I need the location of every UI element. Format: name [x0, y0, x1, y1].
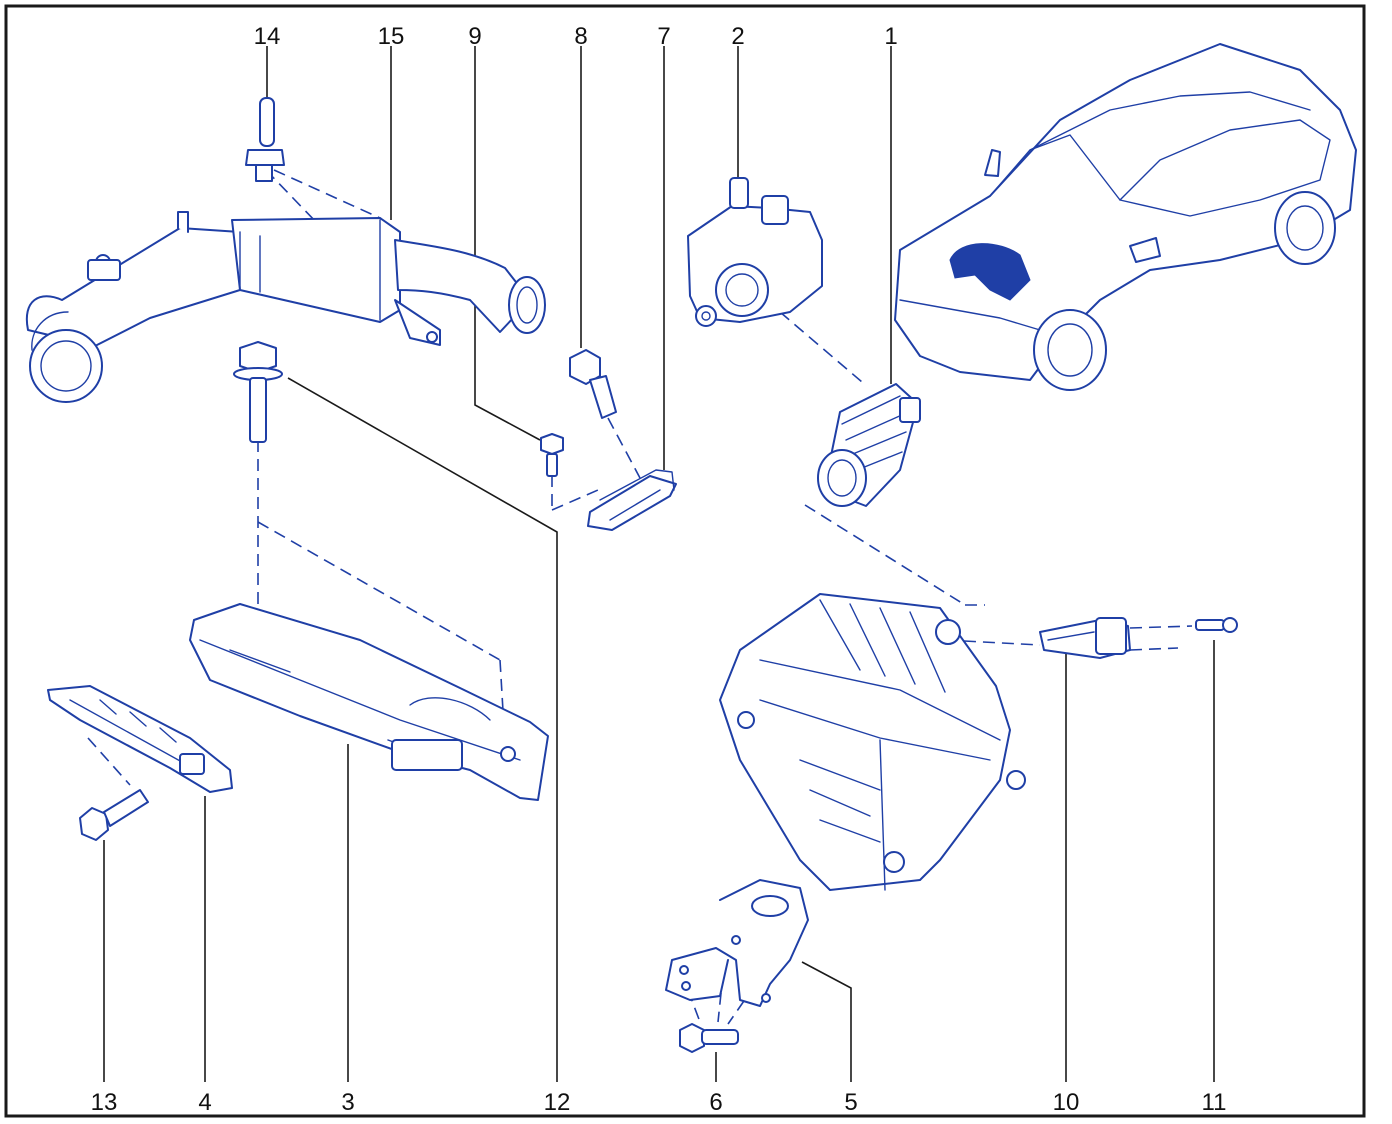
callout-11: 11	[1202, 1089, 1227, 1116]
bolt-6	[679, 1023, 739, 1053]
mounting-bracket-5	[665, 879, 809, 1007]
callout-6: 6	[709, 1089, 722, 1116]
callout-15: 15	[378, 23, 405, 50]
callout-14: 14	[254, 23, 281, 50]
callout-4: 4	[198, 1089, 211, 1116]
leader-lines	[103, 46, 1215, 1082]
callout-1: 1	[884, 23, 897, 50]
callout-10: 10	[1053, 1089, 1080, 1116]
bolt-8	[569, 349, 617, 419]
air-inlet-duct-3	[189, 603, 549, 801]
diagram-frame	[4, 4, 1366, 1118]
vehicle-illustration	[894, 43, 1357, 391]
callout-8: 8	[574, 23, 587, 50]
intake-duct-part	[25, 211, 546, 403]
sensor-10	[1039, 617, 1131, 659]
callout-9: 9	[468, 23, 481, 50]
bracket-7	[587, 469, 677, 531]
throttle-body-2	[687, 177, 823, 327]
air-filter-box	[719, 593, 1026, 891]
bolt-12	[233, 341, 283, 443]
bolt-14	[245, 97, 285, 182]
bolt-11	[1195, 617, 1238, 633]
bolt-9	[540, 433, 564, 477]
intake-hose-1	[817, 383, 921, 507]
callout-5: 5	[844, 1089, 857, 1116]
callout-12: 12	[544, 1089, 571, 1116]
callout-labels: 14 15 9 8 7 2 1 13 4 3 12 6 5 10 11	[91, 23, 1227, 1116]
callout-3: 3	[341, 1089, 354, 1116]
callout-2: 2	[731, 23, 744, 50]
callout-13: 13	[91, 1089, 118, 1116]
callout-7: 7	[657, 23, 670, 50]
bolt-13	[79, 789, 149, 841]
support-rail-4	[47, 685, 233, 793]
